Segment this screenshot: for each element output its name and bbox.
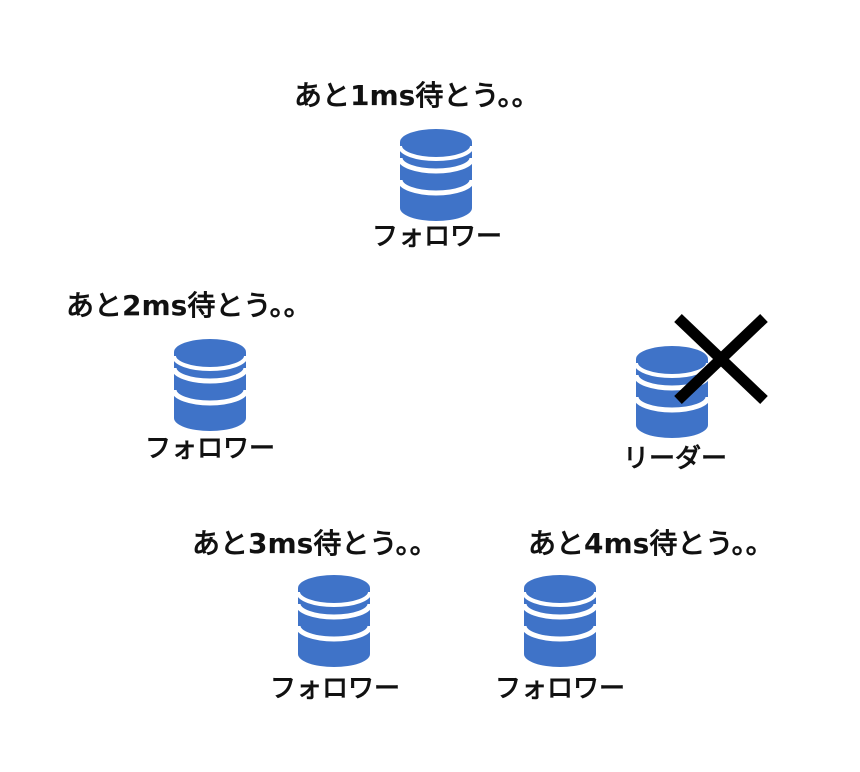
- database-icon: [397, 129, 475, 221]
- wait-message-4ms: あと4ms待とう。。: [528, 527, 774, 560]
- follower-label: フォロワー: [371, 222, 502, 252]
- database-icon: [295, 575, 373, 667]
- follower-label: フォロワー: [269, 674, 400, 704]
- follower-label: フォロワー: [144, 434, 275, 464]
- database-icon: [633, 346, 711, 438]
- database-icon: [521, 575, 599, 667]
- cross-mark-icon: [674, 314, 768, 404]
- database-icon: [171, 339, 249, 431]
- wait-message-2ms: あと2ms待とう。。: [66, 289, 312, 322]
- leader-label: リーダー: [622, 444, 727, 474]
- follower-label: フォロワー: [494, 674, 625, 704]
- wait-message-3ms: あと3ms待とう。。: [192, 527, 438, 560]
- wait-message-1ms: あと1ms待とう。。: [294, 79, 540, 112]
